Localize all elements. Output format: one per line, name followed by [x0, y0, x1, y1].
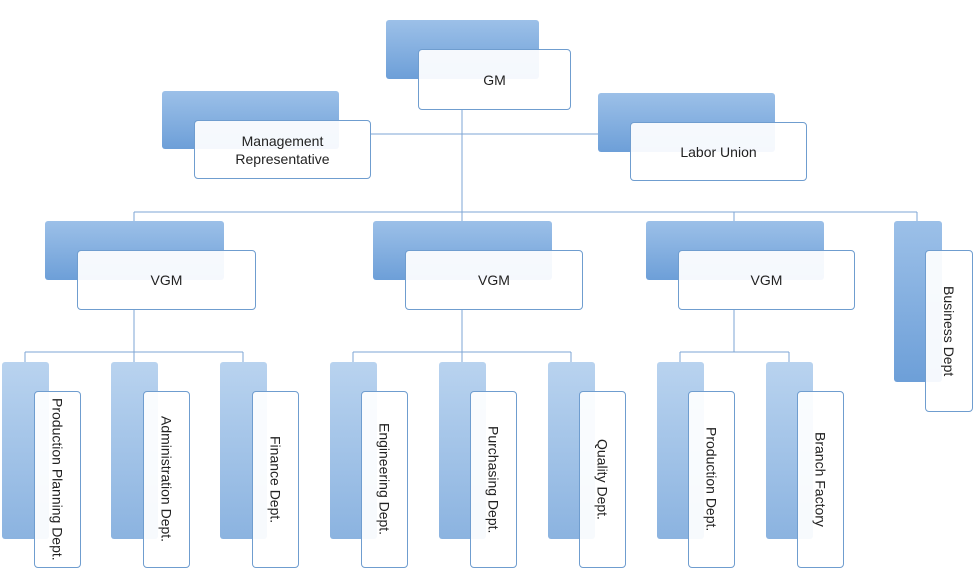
vgm-right-box: VGM [678, 250, 855, 310]
administration-dept-label: Administration Dept. [158, 416, 175, 543]
gm-label: GM [483, 71, 506, 88]
vgm-right-label: VGM [750, 272, 783, 288]
vgm-left-label: VGM [150, 272, 183, 288]
vgm-center-label: VGM [478, 272, 510, 288]
labor-union-box: Labor Union [630, 122, 807, 181]
quality-dept-label: Quality Dept. [594, 439, 611, 520]
branch-factory-label: Branch Factory [812, 432, 829, 527]
finance-dept-box: Finance Dept. [252, 391, 299, 568]
production-dept-label: Production Dept. [703, 427, 720, 532]
quality-dept-box: Quality Dept. [579, 391, 626, 568]
branch-factory-box: Branch Factory [797, 391, 844, 568]
gm-box: GM [418, 49, 571, 110]
production-dept-box: Production Dept. [688, 391, 735, 568]
management-representative-box: Management Representative [194, 120, 371, 179]
engineering-dept-box: Engineering Dept. [361, 391, 408, 568]
business-dept-box: Business Dept [925, 250, 973, 412]
administration-dept-box: Administration Dept. [143, 391, 190, 568]
purchasing-dept-label: Purchasing Dept. [485, 425, 502, 534]
vgm-center-box: VGM [405, 250, 583, 310]
production-planning-dept-box: Production Planning Dept. [34, 391, 81, 568]
production-planning-dept-label: Production Planning Dept. [49, 398, 66, 561]
finance-dept-label: Finance Dept. [267, 435, 284, 524]
purchasing-dept-box: Purchasing Dept. [470, 391, 517, 568]
business-dept-label: Business Dept [941, 285, 957, 377]
management-representative-label: Management Representative [235, 132, 330, 167]
labor-union-label: Labor Union [680, 143, 757, 160]
engineering-dept-label: Engineering Dept. [376, 423, 393, 536]
vgm-left-box: VGM [77, 250, 256, 310]
